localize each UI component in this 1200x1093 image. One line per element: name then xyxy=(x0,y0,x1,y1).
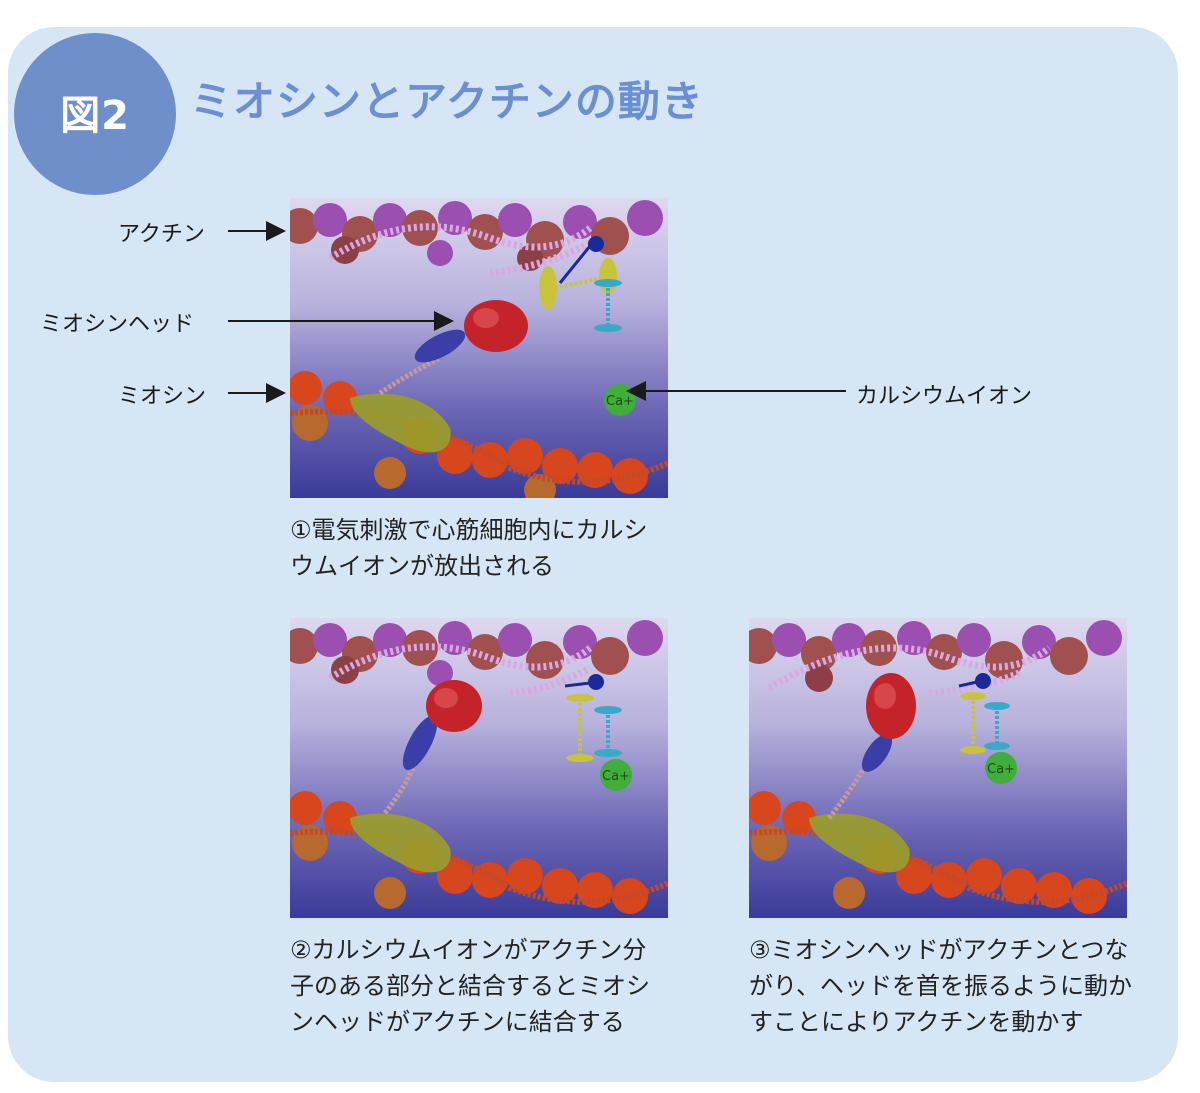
label-calcium-ion: カルシウムイオン xyxy=(856,384,1033,409)
troponin-complex xyxy=(539,236,622,332)
svg-text:Ca+: Ca+ xyxy=(602,769,630,784)
step2-scene: Ca+ xyxy=(290,620,668,914)
label-myosin: ミオシン xyxy=(118,384,207,409)
step2-caption: ②カルシウムイオンがアクチン分 子のある部分と結合するとミオシ ンヘッドがアクチ… xyxy=(290,936,650,1036)
calcium-ion: Ca+ xyxy=(600,759,632,791)
step1-illustration: Ca+ xyxy=(290,198,668,498)
troponin-complex xyxy=(958,673,1010,754)
figure-badge: 図2 xyxy=(14,33,176,195)
myosin-filament xyxy=(290,791,668,914)
step1-scene: Ca+ xyxy=(290,200,668,498)
step3-scene: Ca+ xyxy=(749,620,1127,914)
calcium-ion: Ca+ xyxy=(985,752,1017,784)
step2-illustration: Ca+ xyxy=(290,618,668,918)
myosin-filament xyxy=(749,791,1127,914)
svg-text:Ca+: Ca+ xyxy=(987,762,1015,777)
label-myosin-head: ミオシンヘッド xyxy=(40,312,195,337)
step3-illustration: Ca+ xyxy=(749,618,1127,918)
myosin-head xyxy=(378,300,528,396)
label-actin: アクチン xyxy=(118,222,205,247)
actin-filament xyxy=(749,620,1122,697)
myosin-head xyxy=(383,680,482,815)
myosin-head xyxy=(827,673,916,820)
troponin-complex xyxy=(564,674,622,762)
step3-caption: ③ミオシンヘッドがアクチンとつな がり、ヘッドを首を振るように動か すことにより… xyxy=(749,936,1133,1036)
figure-badge-label: 図2 xyxy=(60,93,130,139)
figure-title: ミオシンとアクチンの動き xyxy=(190,77,704,126)
step1-caption: ①電気刺激で心筋細胞内にカルシ ウムイオンが放出される xyxy=(290,516,648,580)
myosin-filament xyxy=(290,371,668,498)
actin-filament xyxy=(290,200,663,277)
actin-filament xyxy=(290,620,663,697)
